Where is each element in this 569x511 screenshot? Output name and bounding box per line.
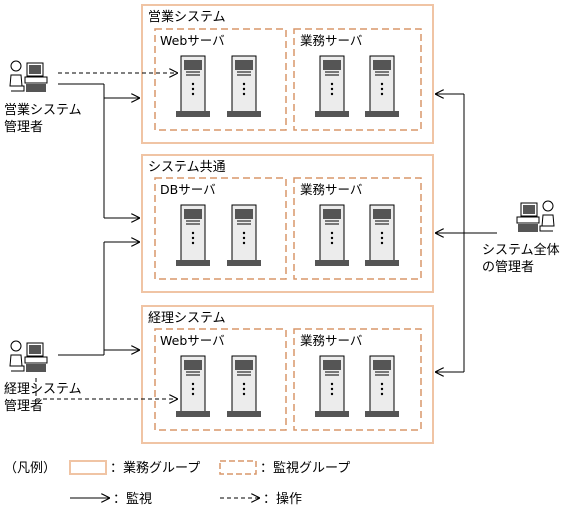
server-icon — [226, 204, 262, 267]
actor-sales-admin-label-2: 管理者 — [4, 120, 43, 135]
server-icon — [364, 55, 400, 118]
legend-monitor-label: ：監視 — [113, 491, 152, 507]
subgroup-sales-biz-label: 業務サーバ — [300, 33, 362, 48]
group-common-title: システム共通 — [148, 160, 226, 175]
subgroup-sales-web — [154, 28, 287, 131]
actor-all-admin-label-1: システム全体 — [482, 242, 560, 258]
admin-terminal-icon — [9, 60, 48, 93]
subgroup-common-db — [154, 177, 287, 280]
subgroup-acct-biz-label: 業務サーバ — [300, 333, 362, 348]
server-icon — [175, 355, 211, 418]
actor-all-admin: システム全体 の管理者 — [482, 200, 560, 275]
legend-business-swatch — [69, 460, 107, 475]
server-icon — [175, 55, 211, 118]
actor-acct-admin-label-1: 経理システム — [4, 382, 82, 397]
group-common: システム共通 DBサーバ 業務サーバ — [141, 154, 434, 293]
group-acct-border — [141, 305, 434, 444]
group-acct: 経理システム Webサーバ 業務サーバ — [141, 305, 434, 444]
actor-sales-admin-label-1: 営業システム — [4, 102, 82, 118]
server-icon — [314, 204, 350, 267]
legend-operation-label: ：操作 — [263, 491, 302, 507]
actor-sales-admin: 営業システム 管理者 — [4, 60, 82, 135]
server-icon — [364, 204, 400, 267]
server-icon — [314, 355, 350, 418]
subgroup-acct-web-label: Webサーバ — [160, 333, 225, 348]
admin-terminal-icon — [516, 200, 555, 233]
subgroup-acct-web — [154, 328, 287, 431]
group-sales: 営業システム Webサーバ 業務サーバ — [141, 4, 434, 144]
admin-terminal-icon — [9, 340, 48, 373]
legend-monitor-group-label: ：監視グループ — [260, 460, 350, 476]
subgroup-acct-biz — [293, 328, 422, 431]
actor-all-admin-label-2: の管理者 — [482, 260, 534, 275]
group-sales-border — [141, 4, 434, 144]
subgroup-common-db-label: DBサーバ — [160, 182, 216, 197]
subgroup-sales-biz — [293, 28, 422, 131]
subgroup-common-biz — [293, 177, 422, 280]
server-icon — [226, 55, 262, 118]
server-icon — [314, 55, 350, 118]
group-acct-title: 経理システム — [148, 311, 226, 326]
actor-acct-admin-label-2: 管理者 — [4, 399, 43, 414]
server-icon — [226, 355, 262, 418]
subgroup-sales-web-label: Webサーバ — [160, 33, 225, 48]
legend-business-label: ：業務グループ — [110, 460, 200, 476]
group-common-border — [141, 154, 434, 293]
server-icon — [175, 204, 211, 267]
group-sales-title: 営業システム — [148, 9, 226, 25]
subgroup-common-biz-label: 業務サーバ — [300, 182, 362, 197]
legend-title: （凡例） — [4, 461, 56, 476]
legend-monitor-group-swatch — [219, 460, 257, 475]
operation-arrow — [35, 378, 178, 399]
server-icon — [364, 355, 400, 418]
legend: （凡例） ：業務グループ ：監視グループ ：監視 ：操作 — [4, 460, 350, 507]
actor-acct-admin: 経理システム 管理者 — [4, 340, 82, 414]
